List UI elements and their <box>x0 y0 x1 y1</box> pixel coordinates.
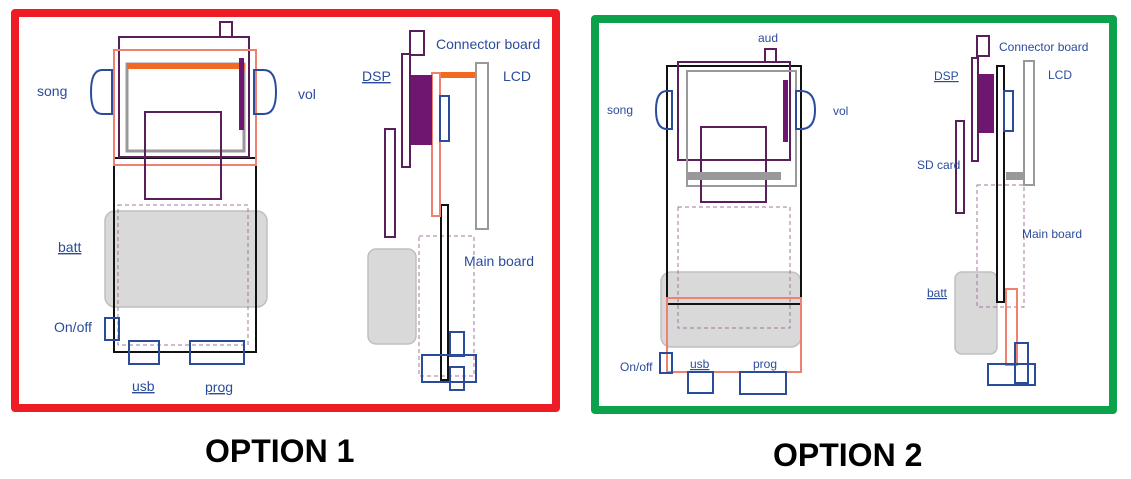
option1-front-view <box>89 21 278 365</box>
lcd-connector-bar <box>688 172 781 180</box>
usb-port <box>687 371 714 394</box>
label-song: song <box>607 103 633 117</box>
lcd-side <box>475 62 489 230</box>
main-board-side <box>996 65 1005 303</box>
label-vol: vol <box>833 104 848 118</box>
port-side-1 <box>449 331 465 357</box>
enclosure-upper <box>677 61 791 161</box>
enclosure-upper <box>118 36 250 158</box>
option1-labels: song vol batt On/off usb prog DSP Connec… <box>37 36 540 395</box>
dsp-side <box>978 74 994 133</box>
lcd-connector-strip <box>127 63 245 69</box>
audio-jack <box>764 48 777 63</box>
knob-side <box>439 95 450 142</box>
speaker-cutout <box>700 126 767 203</box>
connector-board-front <box>113 49 257 166</box>
label-lcd: LCD <box>503 68 531 84</box>
audio-jack <box>219 21 233 38</box>
label-connector-board: Connector board <box>436 36 540 52</box>
battery-side <box>367 248 417 345</box>
dsp-front <box>783 80 788 142</box>
prog-port <box>189 340 245 365</box>
main-board-side <box>440 204 449 381</box>
lcd-connector-side <box>1006 172 1024 180</box>
dsp-front <box>239 58 244 130</box>
label-connector-board: Connector board <box>999 40 1088 54</box>
label-main-board: Main board <box>1022 227 1082 241</box>
main-board-outline-side <box>976 184 1025 308</box>
lcd-front <box>686 70 797 187</box>
port-side-2 <box>987 363 1036 386</box>
main-board-outline <box>677 206 791 329</box>
dsp-side <box>410 75 432 145</box>
battery-side <box>954 271 998 355</box>
prog-port <box>739 371 787 395</box>
lcd-side <box>1023 60 1035 186</box>
vol-knob <box>253 69 278 115</box>
connector-board-front <box>666 297 802 373</box>
option2-front-view <box>654 48 817 395</box>
option1-side-view <box>367 30 489 391</box>
label-usb: usb <box>690 357 710 371</box>
on-off-switch <box>659 352 673 374</box>
label-batt: batt <box>927 286 948 300</box>
label-vol: vol <box>298 86 316 102</box>
vol-knob <box>795 90 817 130</box>
port-side-3 <box>449 366 465 391</box>
label-lcd: LCD <box>1048 68 1072 82</box>
option2-labels: aud song vol On/off usb prog DSP Connect… <box>607 31 1088 374</box>
usb-port <box>128 340 160 365</box>
connector-board-side <box>431 72 441 217</box>
label-on-off: On/off <box>620 360 653 374</box>
label-usb: usb <box>132 378 155 394</box>
label-dsp: DSP <box>362 68 391 84</box>
enclosure <box>666 65 802 305</box>
label-prog: prog <box>205 379 233 395</box>
song-knob <box>89 69 113 115</box>
front-panel-side <box>384 128 396 238</box>
option1-caption: OPTION 1 <box>205 433 355 469</box>
housing-side <box>971 57 979 162</box>
label-on-off: On/off <box>54 319 92 335</box>
speaker-cutout <box>144 111 222 200</box>
main-board-outline <box>117 204 249 346</box>
label-song: song <box>37 83 67 99</box>
housing-side <box>401 53 411 168</box>
label-sd-card: SD card <box>917 158 960 172</box>
label-dsp: DSP <box>934 69 959 83</box>
sd-card-slot <box>955 120 965 214</box>
option2-caption: OPTION 2 <box>773 437 923 473</box>
knob-side <box>1003 90 1014 132</box>
song-knob <box>654 90 673 130</box>
label-aud: aud <box>758 31 778 45</box>
label-prog: prog <box>753 357 777 371</box>
lcd-connector-side <box>441 72 476 78</box>
battery <box>660 271 802 348</box>
on-off-switch <box>104 317 120 341</box>
connector-top <box>976 35 990 57</box>
label-main-board: Main board <box>464 253 534 269</box>
connector-top <box>409 30 425 56</box>
label-batt: batt <box>58 239 81 255</box>
option2-side-view <box>954 35 1036 386</box>
battery <box>104 210 268 308</box>
